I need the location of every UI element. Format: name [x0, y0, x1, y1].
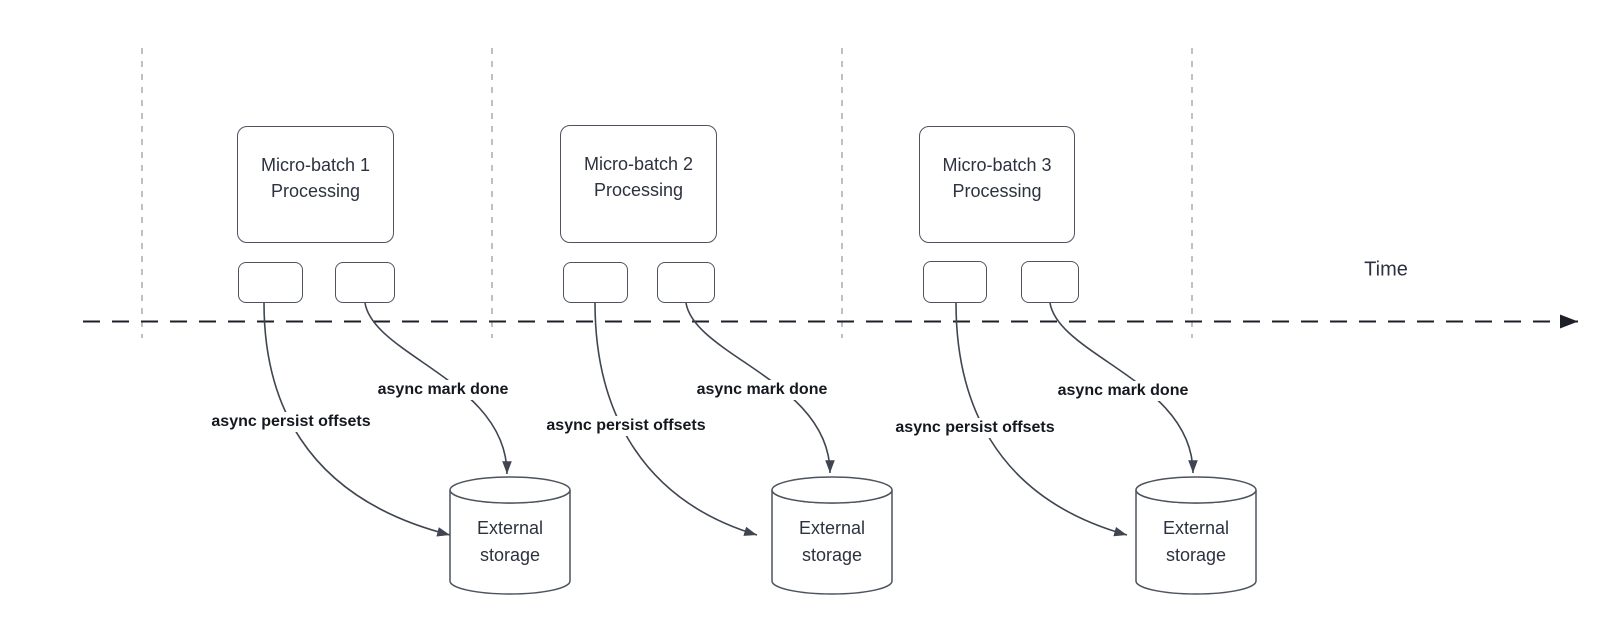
mark-done-arrow-3	[1049, 302, 1198, 474]
micro-batch-2-task-left-box	[563, 262, 628, 303]
mark-done-arrow-1	[364, 302, 512, 475]
micro-batch-3-box: Micro-batch 3 Processing	[919, 126, 1075, 243]
external-storage-label-2: External storage	[798, 518, 866, 565]
persist-offsets-arrow-1	[263, 302, 451, 537]
persist-offsets-label-2: async persist offsets	[541, 416, 711, 436]
persist-offsets-label-3: async persist offsets	[890, 418, 1060, 438]
persist-offsets-label-1: async persist offsets	[206, 412, 376, 432]
micro-batch-1-box: Micro-batch 1 Processing	[237, 126, 394, 243]
mark-done-label-2: async mark done	[691, 380, 833, 400]
external-storage-cylinder-3	[1135, 476, 1257, 595]
time-label: Time	[1364, 258, 1408, 281]
mark-done-arrow-2	[685, 302, 835, 474]
mark-done-label-3: async mark done	[1052, 381, 1194, 401]
external-storage-cylinder-1	[449, 476, 571, 595]
micro-batch-3-task-left-box	[923, 261, 987, 303]
external-storage-label-3: External storage	[1162, 518, 1230, 565]
micro-batch-1-task-left-box	[238, 262, 303, 303]
persist-offsets-arrow-2	[594, 302, 758, 536]
external-storage-cylinder-2	[771, 476, 893, 595]
mark-done-label-1: async mark done	[372, 380, 514, 400]
external-storage-label-1: External storage	[476, 518, 544, 565]
micro-batch-3-task-right-box	[1021, 261, 1079, 303]
micro-batch-1-task-right-box	[335, 262, 395, 303]
persist-offsets-arrow-3	[955, 302, 1128, 537]
micro-batch-2-box: Micro-batch 2 Processing	[560, 125, 717, 243]
micro-batch-2-task-right-box	[657, 262, 715, 303]
